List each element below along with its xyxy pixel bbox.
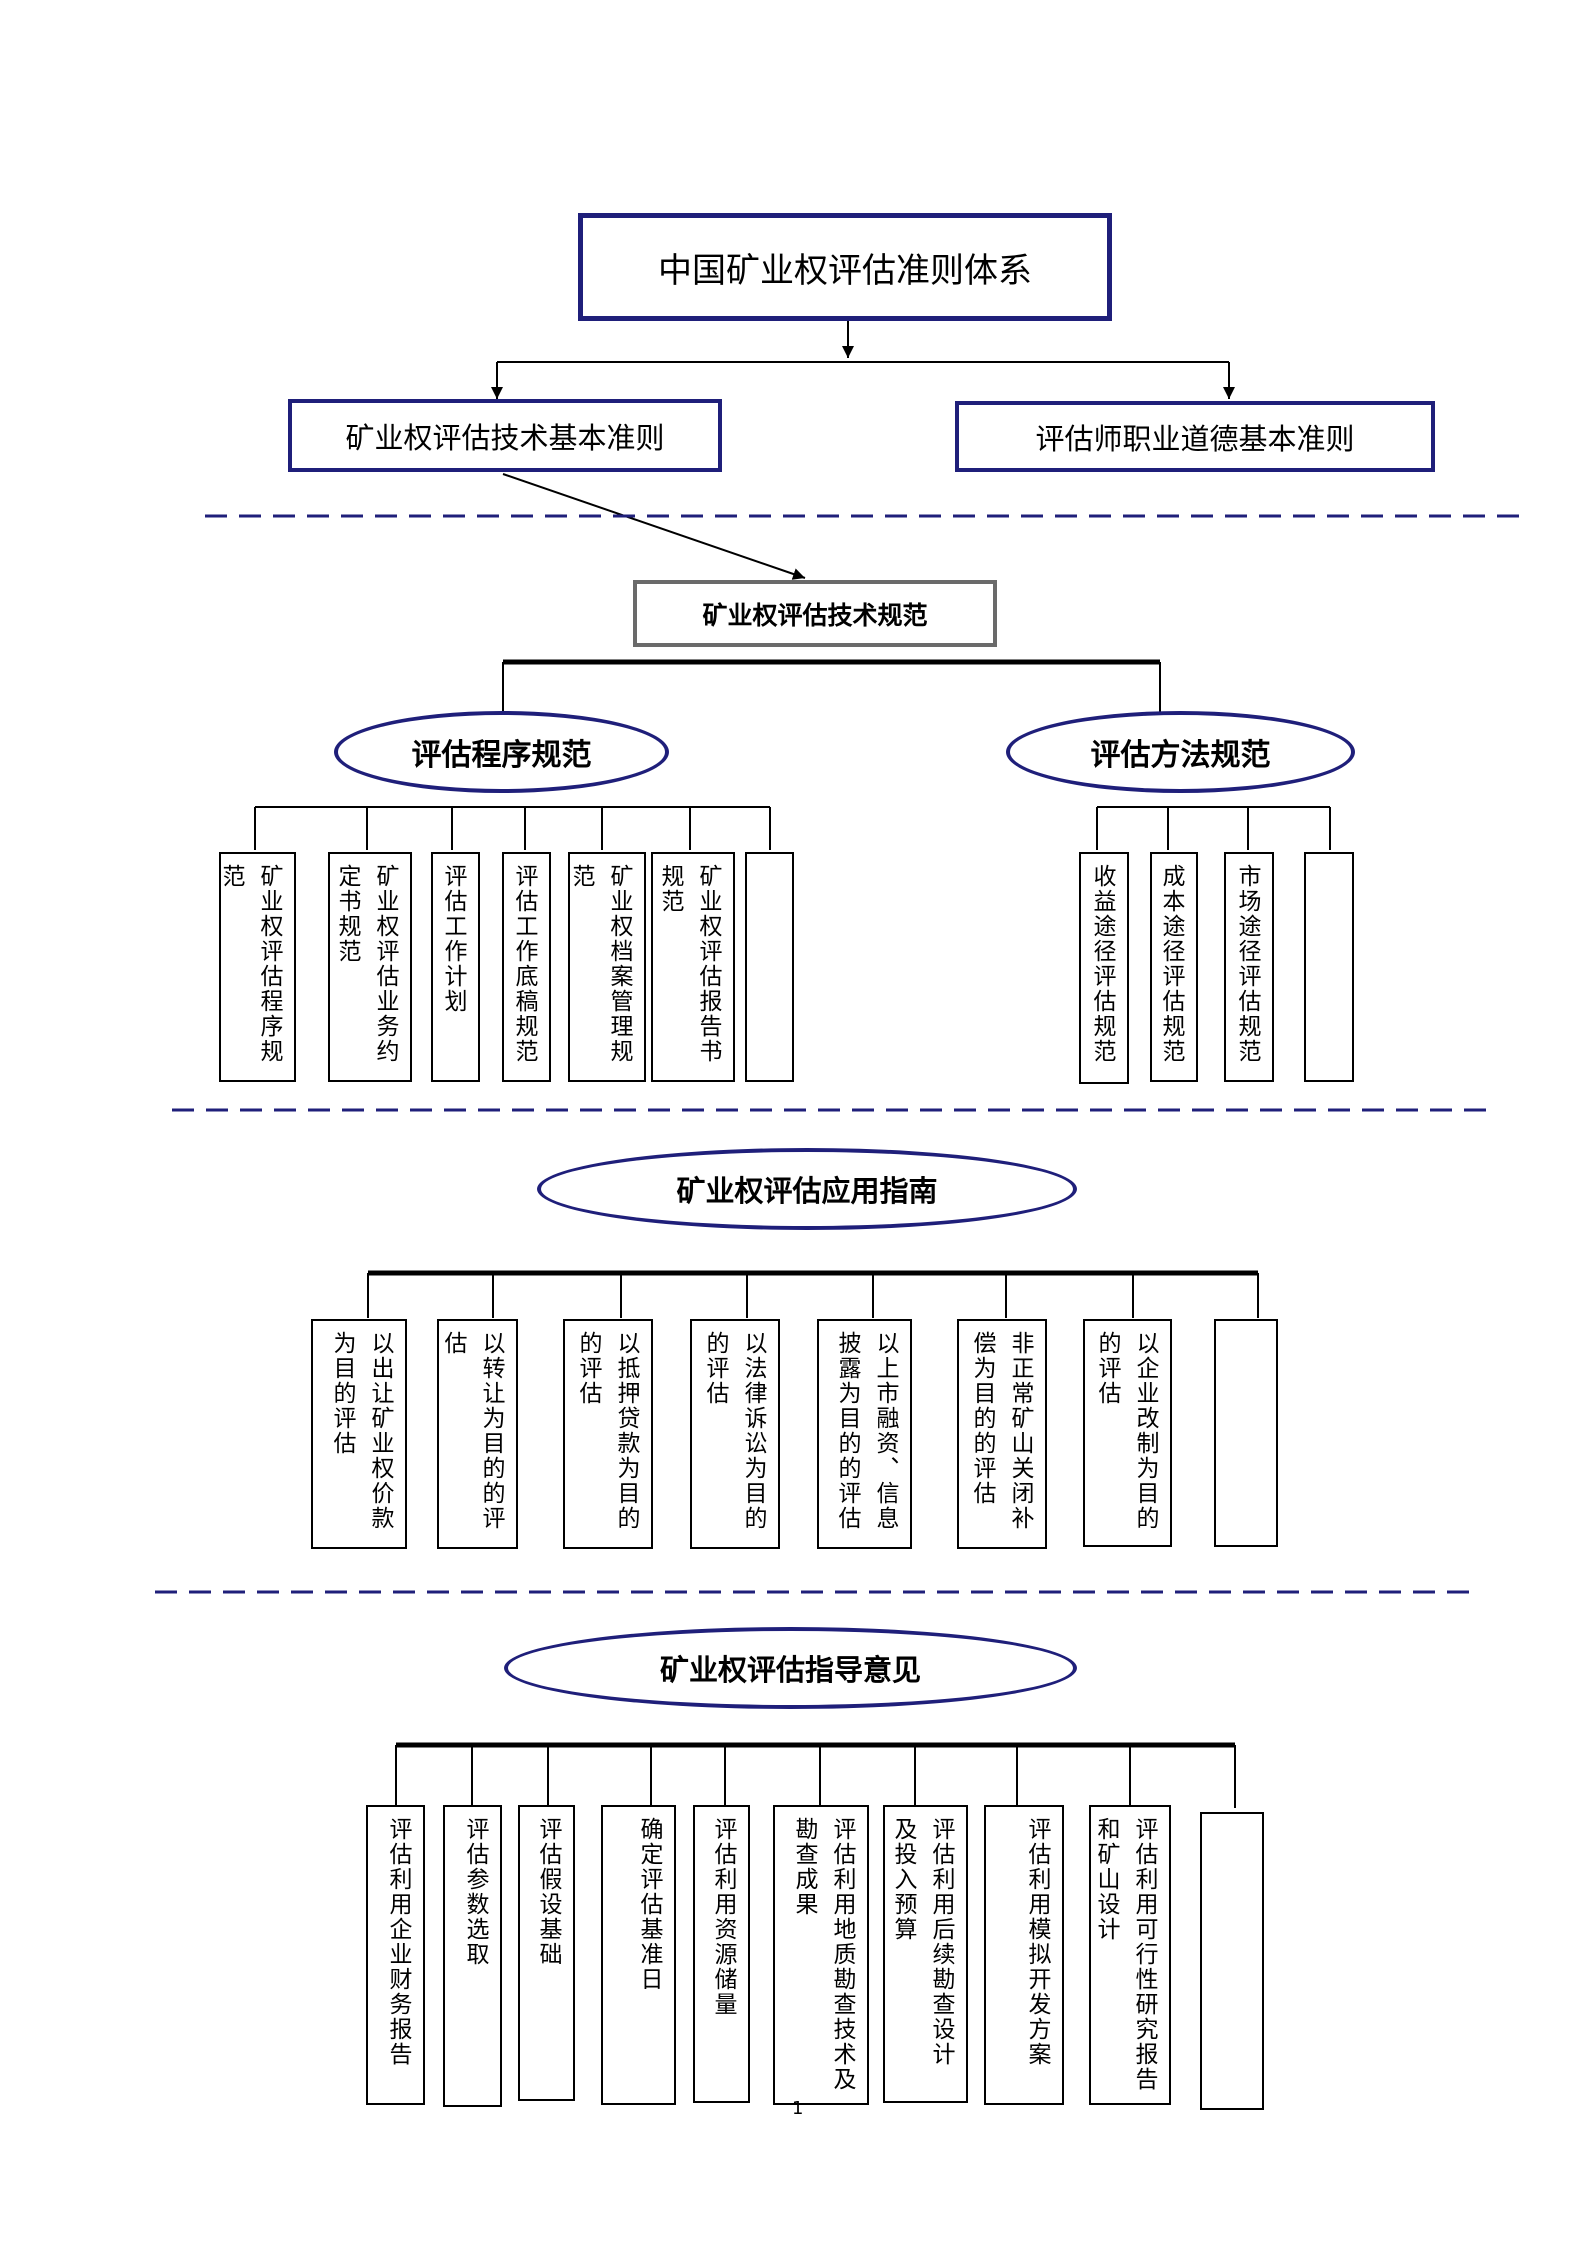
opinion-item: 评估利用资源储量 bbox=[693, 1805, 750, 2103]
guide-item: 以出让矿业权价款为目的评估 bbox=[311, 1319, 407, 1549]
opinion-ellipse: 矿业权评估指导意见 bbox=[504, 1627, 1077, 1709]
guide-item: 以企业改制为目的的评估 bbox=[1083, 1319, 1172, 1547]
opinion-item: 评估利用可行性研究报告和矿山设计 bbox=[1089, 1805, 1171, 2105]
method-spec-label: 评估方法规范 bbox=[1090, 738, 1271, 773]
opinion-item: 评估利用地质勘查技术及勘查成果 bbox=[773, 1805, 869, 2105]
opinion-item: 评估利用后续勘查设计及投入预算 bbox=[883, 1805, 968, 2103]
procedure-item: 矿业权评估程序规范 bbox=[218, 852, 296, 1082]
method-spec-ellipse: 评估方法规范 bbox=[1006, 711, 1355, 793]
guide-item: 以转让为目的的评估 bbox=[437, 1319, 518, 1549]
opinion-item: 评估假设基础 bbox=[518, 1805, 575, 2101]
page-number: 1 bbox=[792, 2098, 804, 2119]
guide-item: 以法律诉讼为目的的评估 bbox=[690, 1319, 780, 1549]
tech-spec-box: 矿业权评估技术规范 bbox=[633, 580, 997, 647]
procedure-item: 评估工作底稿规范 bbox=[502, 852, 551, 1082]
procedure-item: 矿业权档案管理规范 bbox=[568, 852, 646, 1082]
guide-item: 以上市融资、信息披露为目的的评估 bbox=[817, 1319, 912, 1549]
guide-item: 非正常矿山关闭补偿为目的的评估 bbox=[957, 1319, 1047, 1549]
procedure-item: 矿业权评估报告书规范 bbox=[651, 852, 735, 1082]
method-item: 收益途径评估规范 bbox=[1079, 852, 1129, 1084]
opinion-item: 评估参数选取 bbox=[443, 1805, 502, 2107]
procedure-item: 评估工作计划 bbox=[431, 852, 480, 1082]
guide-label: 矿业权评估应用指南 bbox=[676, 1174, 938, 1208]
procedure-item: 矿业权评估业务约定书规范 bbox=[328, 852, 412, 1082]
tech-basic-standard-label: 矿业权评估技术基本准则 bbox=[345, 420, 665, 455]
tech-basic-standard-box: 矿业权评估技术基本准则 bbox=[288, 399, 722, 472]
guide-ellipse: 矿业权评估应用指南 bbox=[537, 1148, 1077, 1230]
opinion-label: 矿业权评估指导意见 bbox=[659, 1653, 921, 1687]
opinion-item: 评估利用企业财务报告 bbox=[366, 1805, 425, 2105]
opinion-item: 评估利用模拟开发方案 bbox=[984, 1805, 1064, 2105]
method-item: 成本途径评估规范 bbox=[1150, 852, 1198, 1082]
guide-item bbox=[1214, 1319, 1278, 1547]
opinion-item bbox=[1200, 1812, 1264, 2110]
method-item: 市场途径评估规范 bbox=[1224, 852, 1274, 1082]
procedure-spec-ellipse: 评估程序规范 bbox=[334, 711, 669, 793]
tech-spec-label: 矿业权评估技术规范 bbox=[702, 600, 928, 630]
procedure-spec-label: 评估程序规范 bbox=[411, 738, 592, 773]
guide-item: 以抵押贷款为目的的评估 bbox=[563, 1319, 653, 1549]
ethics-standard-label: 评估师职业道德基本准则 bbox=[1035, 421, 1355, 456]
opinion-item: 确定评估基准日 bbox=[601, 1805, 676, 2105]
root-title-box: 中国矿业权评估准则体系 bbox=[578, 213, 1112, 321]
root-title: 中国矿业权评估准则体系 bbox=[658, 250, 1032, 291]
ethics-standard-box: 评估师职业道德基本准则 bbox=[955, 401, 1435, 472]
method-item bbox=[1304, 852, 1354, 1082]
procedure-item bbox=[745, 852, 794, 1082]
